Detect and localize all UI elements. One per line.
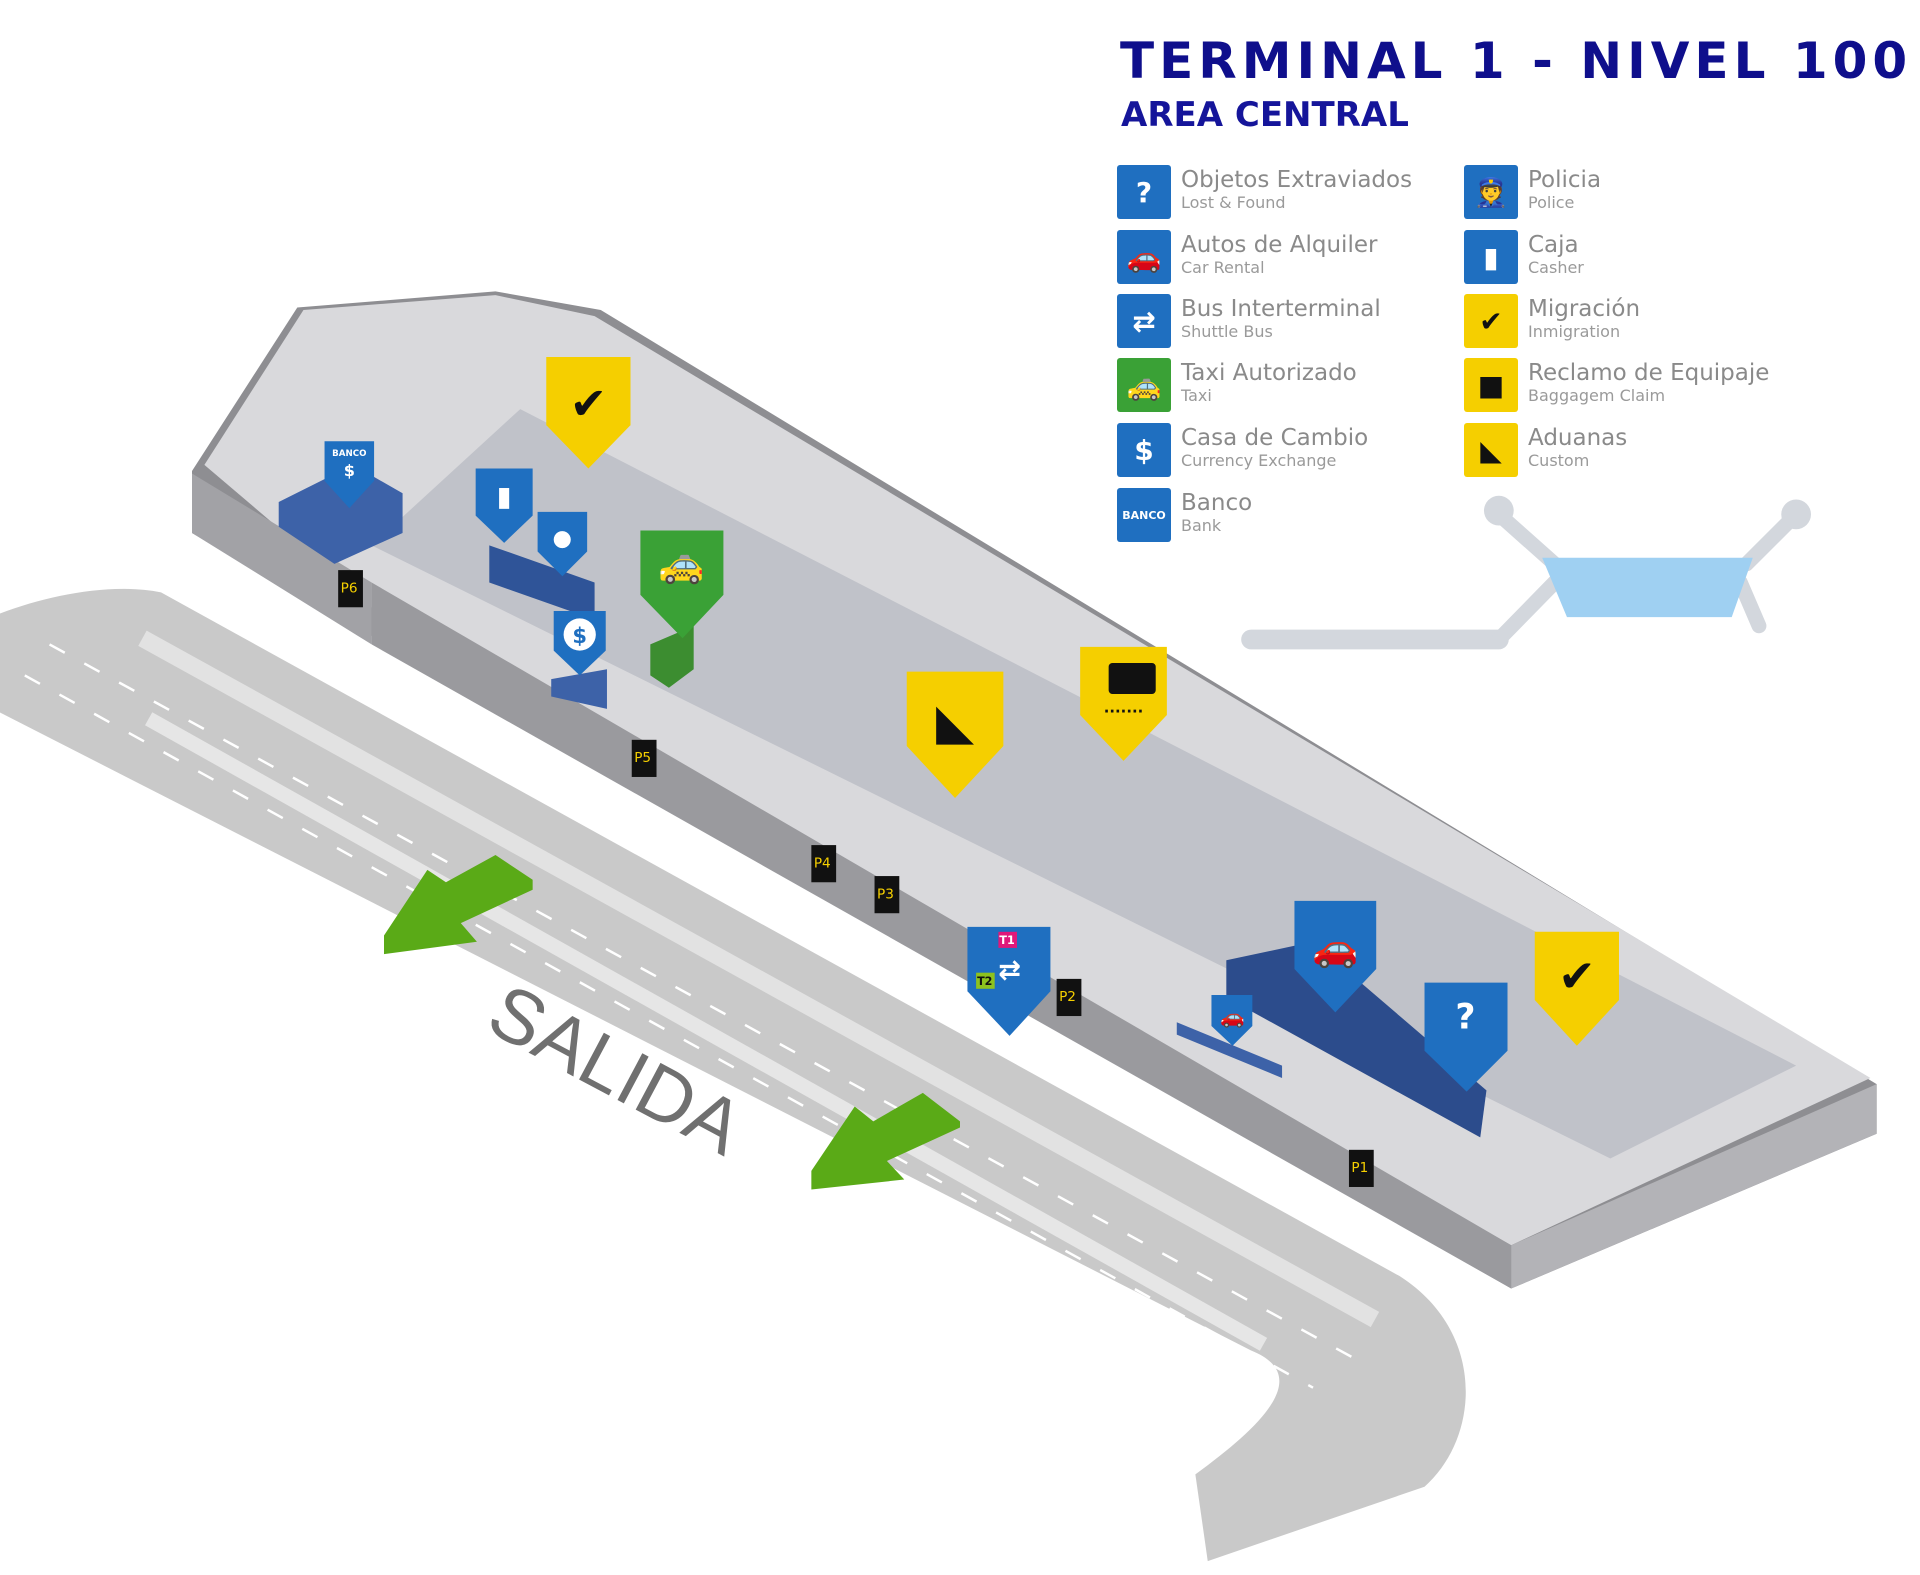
legend-label: Migración [1528, 296, 1641, 322]
svg-text:BANCO: BANCO [332, 449, 366, 459]
legend-label: Taxi Autorizado [1181, 360, 1357, 386]
svg-text:▮: ▮ [497, 482, 512, 513]
svg-text:●: ● [553, 525, 572, 551]
svg-text:🚕: 🚕 [658, 542, 704, 585]
svg-text:P4: P4 [814, 855, 831, 871]
shuttle-bus-icon: ⇄ [1117, 294, 1171, 348]
pin-cashier[interactable]: ▮ [475, 468, 533, 543]
legend-sublabel: Custom [1528, 451, 1590, 470]
car-rental-icon: 🚗 [1117, 230, 1171, 284]
svg-text:✔: ✔ [1558, 950, 1595, 1002]
svg-text:P3: P3 [877, 886, 894, 902]
parking-p4: P4 [811, 845, 837, 883]
cashier-icon: ▮ [1464, 230, 1518, 284]
legend-sublabel: Bank [1181, 516, 1222, 535]
parking-p1: P1 [1348, 1149, 1374, 1187]
svg-text:⇄: ⇄ [998, 955, 1021, 986]
pin-baggage-claim[interactable]: ....... [1080, 646, 1167, 761]
legend-sublabel: Currency Exchange [1181, 451, 1337, 470]
pin-car-rental-small[interactable]: 🚗 [1211, 994, 1253, 1046]
svg-text:?: ? [1455, 997, 1475, 1037]
legend-sublabel: Baggagem Claim [1528, 386, 1666, 405]
legend-sublabel: Inmigration [1528, 322, 1621, 341]
bank-icon: BANCO [1117, 488, 1171, 542]
pin-police[interactable]: ● [537, 511, 588, 577]
svg-text:🚗: 🚗 [1312, 926, 1358, 969]
svg-text:P6: P6 [341, 580, 358, 596]
pin-currency-exchange[interactable]: $ [553, 610, 606, 676]
legend-label: Policia [1528, 167, 1602, 193]
currency-exchange-icon: $ [1117, 423, 1171, 477]
immigration-icon: ✔ [1464, 294, 1518, 348]
pin-customs[interactable]: ◣ [906, 671, 1004, 799]
svg-text:.......: ....... [1104, 699, 1144, 717]
svg-text:P5: P5 [634, 750, 651, 766]
legend-label: Caja [1528, 232, 1579, 258]
svg-text:✔: ✔ [570, 378, 607, 430]
legend-label: Autos de Alquiler [1181, 232, 1378, 258]
svg-text:T1: T1 [999, 934, 1014, 947]
baggage-claim-icon: ■ [1464, 358, 1518, 412]
pin-lost-found[interactable]: ? [1424, 982, 1508, 1092]
legend-label: Objetos Extraviados [1181, 167, 1413, 193]
pin-taxi[interactable]: 🚕 [640, 530, 724, 639]
lost-found-icon: ? [1117, 165, 1171, 219]
legend-label: Casa de Cambio [1181, 425, 1369, 451]
legend-sublabel: Casher [1528, 258, 1584, 277]
legend-sublabel: Car Rental [1181, 258, 1265, 277]
legend-label: Banco [1181, 490, 1253, 516]
parking-p6: P6 [338, 570, 363, 608]
pin-immigration[interactable]: ✔ [546, 357, 631, 469]
airport-minimap [1241, 495, 1811, 650]
svg-text:$: $ [572, 623, 587, 648]
svg-text:P1: P1 [1351, 1160, 1368, 1176]
legend-sublabel: Lost & Found [1181, 193, 1286, 212]
page-subtitle: AREA CENTRAL [1121, 95, 1409, 135]
parking-p3: P3 [874, 876, 900, 914]
exit-arrow-icon [384, 855, 533, 955]
legend-sublabel: Shuttle Bus [1181, 322, 1273, 341]
svg-text:$: $ [344, 461, 355, 480]
pin-immigration-2[interactable]: ✔ [1534, 931, 1619, 1046]
police-icon: 👮 [1464, 165, 1518, 219]
parking-p5: P5 [631, 739, 657, 777]
svg-text:T2: T2 [977, 975, 992, 988]
svg-text:P2: P2 [1059, 989, 1076, 1005]
legend-sublabel: Police [1528, 193, 1575, 212]
customs-icon: ◣ [1464, 423, 1518, 477]
legend-label: Aduanas [1528, 425, 1628, 451]
page-title: TERMINAL 1 - NIVEL 100 [1120, 32, 1913, 90]
pin-car-rental[interactable]: 🚗 [1294, 900, 1377, 1013]
legend-sublabel: Taxi [1181, 386, 1212, 405]
legend-label: Bus Interterminal [1181, 296, 1381, 322]
pin-bank[interactable]: BANCO $ [324, 441, 375, 509]
parking-p2: P2 [1056, 978, 1082, 1017]
svg-text:🚗: 🚗 [1220, 1005, 1245, 1028]
exit-arrow-icon [811, 1092, 960, 1190]
legend-label: Reclamo de Equipaje [1528, 360, 1770, 386]
svg-text:◣: ◣ [936, 693, 974, 751]
taxi-icon: 🚕 [1117, 358, 1171, 412]
